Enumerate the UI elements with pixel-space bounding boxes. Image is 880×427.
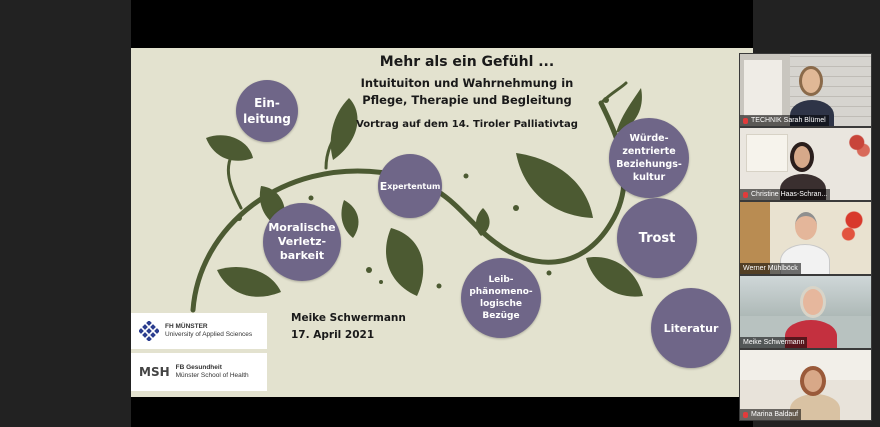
- participant-name-label: Christine Haas-Schran...: [740, 189, 831, 200]
- author-block: Meike Schwermann 17. April 2021: [291, 310, 406, 344]
- bubble-expertentum-rest: xpertentum: [387, 181, 441, 191]
- bubble-leibphaenomenologische-bezuege: Leib- phänomeno- logische Bezüge: [461, 258, 541, 338]
- participant-name-label: TECHNIK Sarah Blümel: [740, 115, 829, 126]
- participant-head: [799, 66, 823, 96]
- bubble-wuerde-line-1: Würde-: [629, 133, 669, 144]
- video-tile-marina[interactable]: Marina Baldauf: [739, 349, 872, 421]
- msh-logo: MSH FB Gesundheit Münster School of Heal…: [131, 353, 267, 391]
- participant-name: Christine Haas-Schran...: [751, 191, 828, 198]
- msh-logo-text: FB Gesundheit Münster School of Health: [176, 364, 249, 380]
- presentation-slide: Mehr als ein Gefühl ... Intuituiton und …: [131, 48, 753, 397]
- participant-name: Meike Schwermann: [743, 339, 805, 346]
- video-tile-christine[interactable]: Christine Haas-Schran...: [739, 127, 872, 201]
- bubble-einleitung-line-1: Ein-: [254, 96, 280, 110]
- bubble-leib-line-4: Bezüge: [482, 311, 520, 321]
- fh-muenster-subtitle: University of Applied Sciences: [165, 331, 253, 338]
- fh-muenster-name: FH MÜNSTER: [165, 323, 208, 330]
- participant-name-label: Marina Baldauf: [740, 409, 802, 420]
- vine-illustration: [190, 81, 643, 313]
- tile-background-board: [746, 134, 788, 172]
- slide-title: Mehr als ein Gefühl ...: [379, 54, 555, 70]
- bubble-wuerde-line-4: kultur: [632, 172, 666, 183]
- participant-name: Marina Baldauf: [751, 411, 799, 418]
- bubble-leib-line-2: phänomeno-: [469, 287, 533, 297]
- fh-muenster-logo-text: FH MÜNSTER University of Applied Science…: [165, 323, 252, 339]
- subtitle-line-1: Intuituiton und Wahrnehmung in: [360, 76, 574, 90]
- msh-logo-mark: MSH: [139, 365, 170, 379]
- participant-name-label: Werner Mühlböck: [740, 263, 801, 274]
- participant-name-label: Meike Schwermann: [740, 337, 808, 348]
- bubble-literatur: Literatur: [651, 288, 731, 368]
- bubble-leib-line-1: Leib-: [488, 275, 514, 285]
- bubble-wuerde-line-3: Beziehungs-: [616, 159, 682, 170]
- participant-name: Werner Mühlböck: [743, 265, 798, 272]
- msh-name: FB Gesundheit: [175, 364, 222, 371]
- bubble-literatur-label: Literatur: [663, 321, 719, 335]
- muted-mic-icon: [743, 411, 748, 418]
- participant-head: [800, 366, 826, 396]
- participant-body: [780, 244, 830, 274]
- bubble-trost-label: Trost: [638, 230, 676, 246]
- bubble-wuerde-line-2: zentrierte: [622, 146, 676, 157]
- participant-name: TECHNIK Sarah Blümel: [751, 117, 826, 124]
- video-tile-meike[interactable]: Meike Schwermann: [739, 275, 872, 349]
- bubble-expertentum-initial: E: [379, 179, 388, 193]
- event-line: Vortrag auf dem 14. Tiroler Palliativtag: [356, 119, 578, 130]
- tile-background-flowers: [848, 132, 870, 158]
- slide-title-block: Mehr als ein Gefühl ... Intuituiton und …: [331, 54, 603, 130]
- subtitle-line-2: Pflege, Therapie und Begleitung: [362, 93, 572, 107]
- fh-muenster-logo-mark: [139, 321, 159, 341]
- bubble-einleitung-line-2: leitung: [243, 112, 291, 126]
- bubble-moral-line-2: Verletz-: [277, 235, 327, 248]
- presentation-date: 17. April 2021: [291, 329, 375, 341]
- bubble-moral-line-1: Moralische: [268, 221, 336, 234]
- muted-mic-icon: [743, 117, 748, 124]
- bubble-leib-line-3: logische: [480, 299, 522, 309]
- bubble-moralische-verletzbarkeit: Moralische Verletz- barkeit: [263, 203, 341, 281]
- slide-subtitle: Intuituiton und Wahrnehmung in Pflege, T…: [331, 75, 603, 109]
- tile-background-shelf: [740, 202, 770, 274]
- participant-head: [800, 286, 826, 318]
- muted-mic-icon: [743, 191, 748, 198]
- participant-head: [795, 212, 817, 240]
- tile-background-poster: [744, 60, 782, 116]
- tile-background-flowers: [840, 208, 868, 248]
- participant-head: [790, 142, 814, 172]
- msh-subtitle: Münster School of Health: [175, 372, 249, 379]
- fh-muenster-logo: FH MÜNSTER University of Applied Science…: [131, 313, 267, 349]
- author-name: Meike Schwermann: [291, 312, 406, 324]
- bubble-moral-line-3: barkeit: [279, 249, 325, 262]
- bubble-trost: Trost: [617, 198, 697, 278]
- bubble-wuerdezentrierte-beziehungskultur: Würde- zentrierte Beziehungs- kultur: [609, 118, 689, 198]
- video-tile-werner[interactable]: Werner Mühlböck: [739, 201, 872, 275]
- video-tile-sarah[interactable]: TECHNIK Sarah Blümel: [739, 53, 872, 127]
- bubble-einleitung: Ein- leitung: [236, 80, 298, 142]
